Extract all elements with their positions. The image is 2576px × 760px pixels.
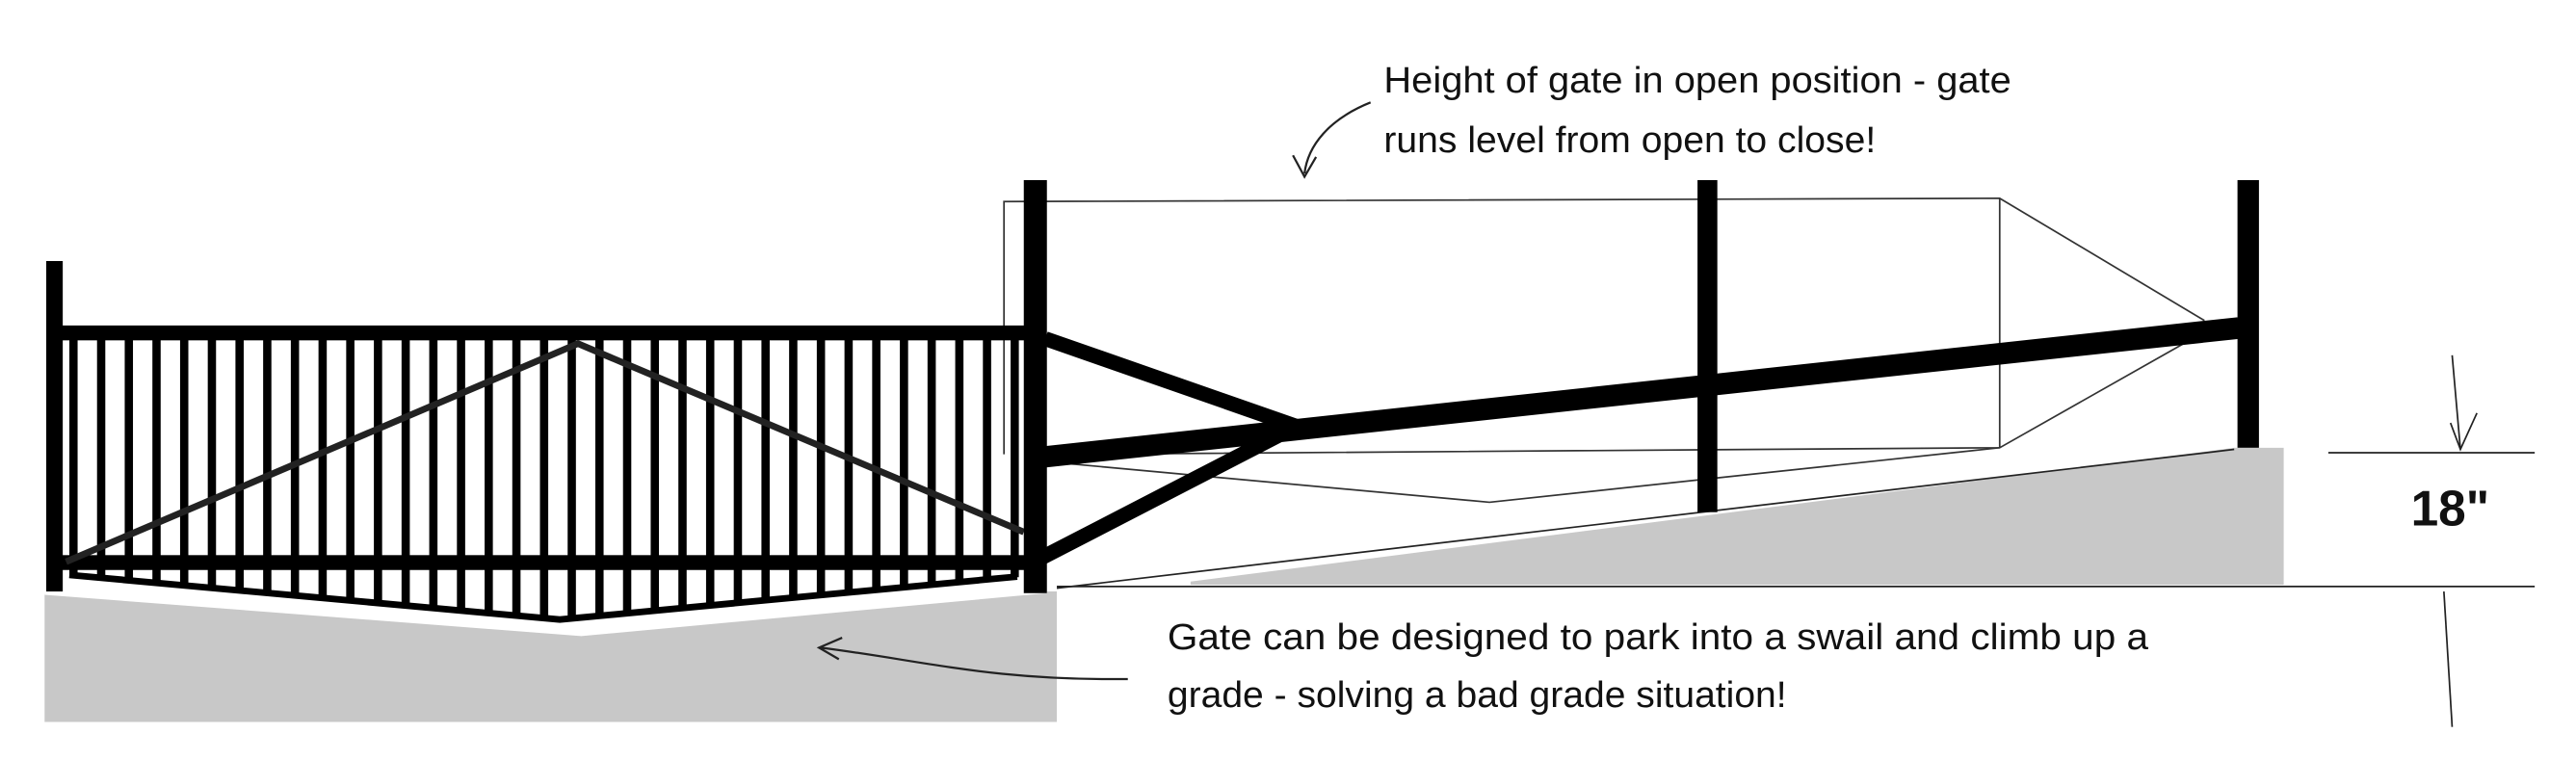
- gate-picket: [733, 338, 743, 604]
- sloped-rail: [1045, 317, 2242, 468]
- gate-picket: [68, 338, 78, 575]
- gate-picket: [955, 338, 964, 583]
- gate-picket: [485, 338, 493, 614]
- open-height-arrow: [1292, 101, 1372, 179]
- swale-arrow: [816, 637, 1128, 681]
- swale-profile-line: [44, 590, 1047, 637]
- gate-bottom-rail: [59, 555, 1028, 570]
- dimension-label: 18": [2411, 480, 2490, 536]
- gate-picket: [705, 338, 715, 606]
- gate-picket: [457, 338, 465, 611]
- gate-picket: [539, 338, 549, 618]
- end-post-right: [2237, 179, 2259, 448]
- gate-picket: [96, 338, 106, 578]
- swale-note-line1: Gate can be designed to park into a swai…: [1168, 616, 2148, 657]
- gate-picket: [900, 338, 908, 589]
- middle-post: [1697, 179, 1718, 512]
- gate-picket: [927, 338, 936, 586]
- gate-picket: [789, 338, 798, 598]
- open-height-note-line2: runs level from open to close!: [1383, 119, 1876, 160]
- brace: [1037, 331, 1304, 565]
- gate-picket: [844, 338, 854, 593]
- ramp-ground: [1190, 447, 2284, 586]
- gate-picket: [872, 338, 881, 590]
- gate-picket: [401, 338, 410, 606]
- swale-note-line2: grade - solving a bad grade situation!: [1168, 674, 1787, 715]
- gate-picket: [650, 338, 660, 612]
- gate-picket: [429, 338, 438, 608]
- gate-picket: [512, 338, 521, 616]
- dimension-arrows: [2443, 354, 2478, 727]
- end-post-left: [45, 261, 64, 592]
- gate-picket: [622, 338, 632, 615]
- gate-picket: [207, 338, 217, 588]
- gate-picket: [179, 338, 189, 586]
- gate-picket: [124, 338, 134, 581]
- gate-bottom-v-rail: [68, 571, 1018, 623]
- gate-picket: [374, 338, 382, 603]
- gate-top-rail: [59, 325, 1028, 341]
- gate-picket: [594, 338, 604, 616]
- gate-post: [1023, 179, 1047, 593]
- ramp-line: [1056, 448, 2235, 590]
- gate-picket: [816, 338, 826, 596]
- gate-picket: [678, 338, 687, 609]
- gate-picket: [346, 338, 355, 601]
- gate-picket: [235, 338, 244, 590]
- gate-picket: [983, 338, 991, 580]
- gate-panel: [68, 338, 1019, 619]
- gate-picket: [318, 338, 328, 598]
- gate-picket: [1011, 338, 1019, 578]
- gate-picket: [567, 338, 576, 619]
- gate-picket: [263, 338, 272, 593]
- gate-picket: [152, 338, 161, 583]
- open-height-note-line1: Height of gate in open position - gate: [1383, 60, 2011, 100]
- gate-truss-diagonals: [65, 340, 1026, 565]
- swale-ground: [44, 591, 1058, 722]
- gate-picket: [761, 338, 770, 601]
